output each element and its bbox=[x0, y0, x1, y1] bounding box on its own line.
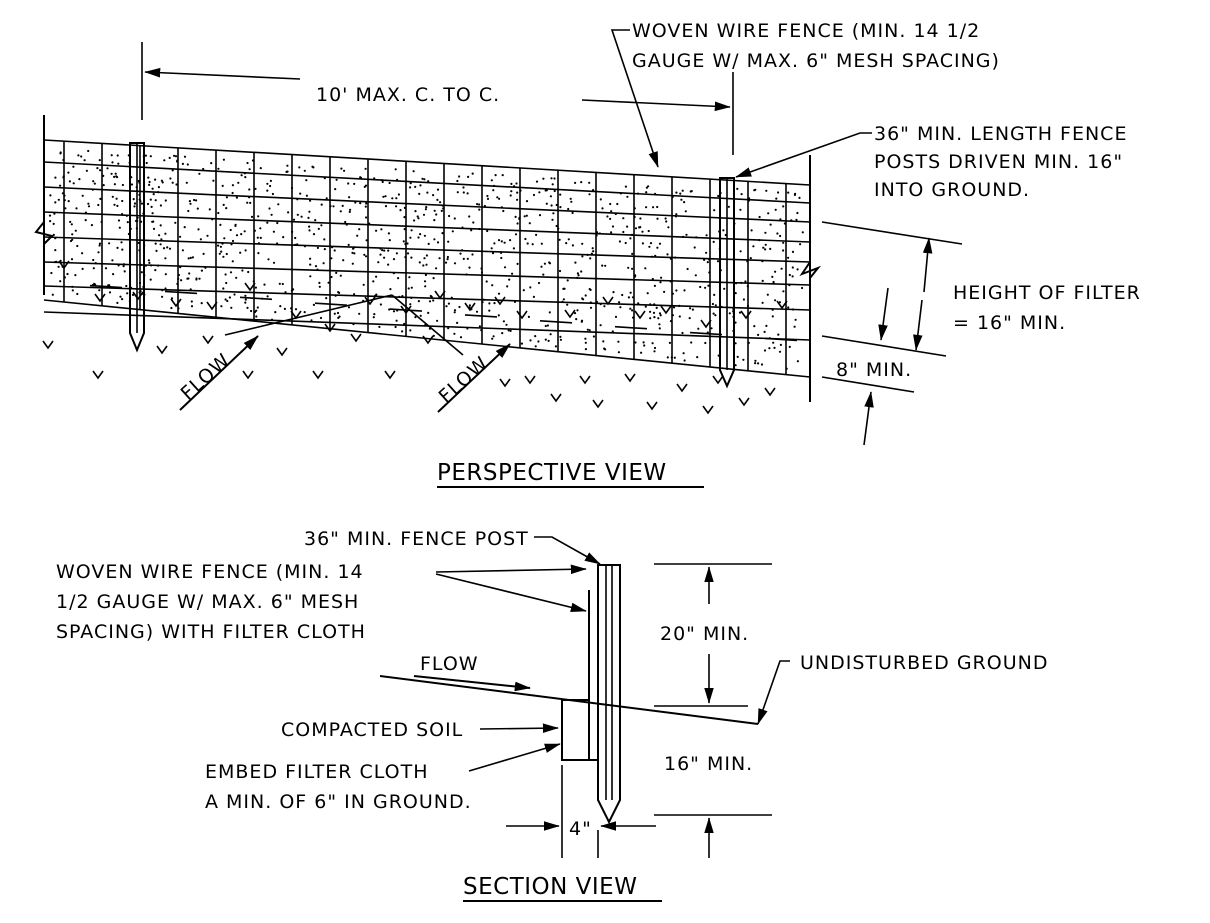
post-label-leader bbox=[534, 536, 601, 565]
fence-post-right bbox=[719, 177, 735, 389]
fence-note-leader-2 bbox=[435, 573, 587, 613]
fence-left-break-symbol bbox=[34, 221, 54, 245]
filter-height-extension-bottom bbox=[821, 335, 947, 357]
soil-label-leader bbox=[479, 723, 559, 733]
post-spacing-arrow-right bbox=[581, 99, 731, 112]
flow-label-left: FLOW bbox=[177, 349, 235, 405]
fence-post-left bbox=[129, 142, 145, 353]
filter-height-arrow-up bbox=[922, 237, 933, 293]
cloth-toe-leader-1 bbox=[224, 294, 393, 336]
section-soil-label: COMPACTED SOIL bbox=[281, 719, 463, 741]
post-length-note-line3: INTO GROUND. bbox=[874, 179, 1030, 201]
section-ground-line bbox=[379, 675, 759, 725]
section-post-label: 36" MIN. FENCE POST bbox=[304, 528, 529, 550]
perspective-view-title: PERSPECTIVE VIEW bbox=[437, 460, 667, 486]
depth-arrow-down bbox=[878, 287, 889, 341]
filter-height-note-line2: = 16" MIN. bbox=[953, 312, 1066, 334]
depth-label: 8" MIN. bbox=[836, 359, 912, 381]
section-height-label: 20" MIN. bbox=[660, 623, 749, 645]
post-length-note-line2: POSTS DRIVEN MIN. 16" bbox=[874, 151, 1123, 173]
section-view: 36" MIN. FENCE POST WOVEN WIRE FENCE (MI… bbox=[56, 528, 1048, 902]
section-embed-line1: EMBED FILTER CLOTH bbox=[205, 761, 428, 783]
filter-height-note-line1: HEIGHT OF FILTER bbox=[953, 282, 1141, 304]
post-length-note-line1: 36" MIN. LENGTH FENCE bbox=[874, 123, 1127, 145]
fence-note-leader-1 bbox=[435, 564, 587, 575]
section-depth-label: 16" MIN. bbox=[664, 753, 753, 775]
filter-cloth-stipple bbox=[48, 149, 804, 370]
section-gap-label: 4" bbox=[569, 818, 592, 840]
section-embed-line2: A MIN. OF 6" IN GROUND. bbox=[205, 791, 472, 813]
cloth-toe-leader-2 bbox=[391, 294, 464, 356]
section-fence-note-line1: WOVEN WIRE FENCE (MIN. 14 bbox=[56, 561, 364, 583]
flow-label-right: FLOW bbox=[435, 352, 493, 408]
woven-wire-mesh bbox=[43, 139, 811, 378]
section-ground-label: UNDISTURBED GROUND bbox=[800, 652, 1048, 674]
section-fence-post bbox=[597, 564, 621, 825]
woven-wire-note-line1: WOVEN WIRE FENCE (MIN. 14 1/2 bbox=[632, 20, 980, 42]
ground-label-leader bbox=[757, 660, 790, 725]
woven-wire-note-line2: GAUGE W/ MAX. 6" MESH SPACING) bbox=[632, 50, 1000, 72]
flow-arrow-left bbox=[179, 335, 259, 411]
post-spacing-arrow-left bbox=[144, 67, 301, 80]
fence-right-break-symbol bbox=[799, 261, 822, 279]
depth-arrow-up bbox=[863, 391, 874, 446]
section-compacted-soil bbox=[561, 699, 598, 761]
filter-height-extension-top bbox=[821, 221, 963, 245]
section-fence-note-line2: 1/2 GAUGE W/ MAX. 6" MESH bbox=[56, 591, 359, 613]
embed-label-leader bbox=[468, 743, 561, 772]
section-flow-arrow bbox=[413, 675, 531, 692]
section-flow-label: FLOW bbox=[420, 653, 479, 675]
woven-wire-leader bbox=[610, 29, 659, 168]
perspective-view: 10' MAX. C. TO C. WOVEN WIRE FENCE (MIN.… bbox=[34, 20, 1141, 488]
section-fence-note-line3: SPACING) WITH FILTER CLOTH bbox=[56, 621, 366, 643]
flow-arrow-right bbox=[437, 343, 511, 413]
post-length-leader bbox=[735, 132, 872, 178]
post-spacing-label: 10' MAX. C. TO C. bbox=[316, 84, 500, 106]
section-view-title: SECTION VIEW bbox=[463, 874, 637, 900]
filter-height-extension-ground bbox=[821, 376, 915, 393]
filter-height-arrow-down bbox=[913, 299, 923, 351]
